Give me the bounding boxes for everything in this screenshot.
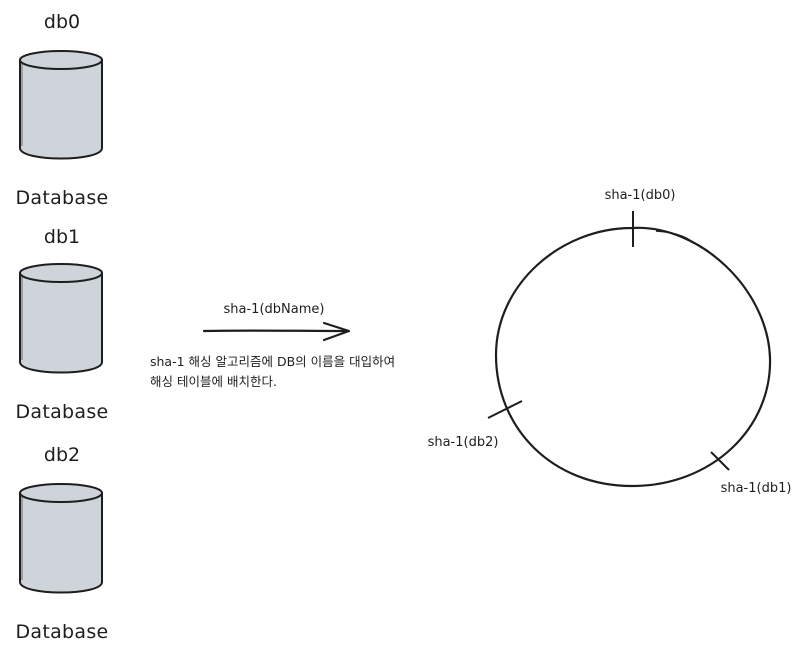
- ring-marker-db0-label: sha-1(db0): [605, 188, 676, 203]
- db1-caption: Database: [15, 401, 108, 423]
- ring-marker-db2-label: sha-1(db2): [428, 435, 499, 450]
- database-db2: db2 Database: [15, 444, 108, 643]
- db2-title: db2: [44, 444, 80, 466]
- db2-cylinder: [19, 483, 103, 594]
- ring-marker-db0: sha-1(db0): [605, 188, 676, 247]
- db1-cylinder: [19, 263, 103, 374]
- hash-ring: sha-1(db0) sha-1(db1) sha-1(db2): [428, 188, 792, 496]
- ring-marker-db2: sha-1(db2): [428, 400, 523, 450]
- hash-arrow: sha-1(dbName): [202, 302, 351, 342]
- db1-title: db1: [44, 226, 80, 248]
- ring-marker-db1-label: sha-1(db1): [721, 481, 792, 496]
- description-note: sha-1 해싱 알고리즘에 DB의 이름을 대입하여 해싱 테이블에 배치한다…: [150, 354, 395, 389]
- ring-marker-db1: sha-1(db1): [710, 451, 792, 496]
- arrow-label: sha-1(dbName): [224, 302, 325, 317]
- database-db0: db0 Database: [15, 11, 108, 209]
- db0-title: db0: [44, 11, 80, 33]
- note-line-1: sha-1 해싱 알고리즘에 DB의 이름을 대입하여: [150, 354, 395, 369]
- db0-cylinder: [19, 50, 103, 160]
- database-db1: db1 Database: [15, 226, 108, 423]
- ring-sketch-overlap: [655, 230, 693, 243]
- ring-circle: [494, 226, 772, 488]
- note-line-2: 해싱 테이블에 배치한다.: [150, 374, 277, 389]
- db0-caption: Database: [15, 187, 108, 209]
- db2-caption: Database: [15, 621, 108, 643]
